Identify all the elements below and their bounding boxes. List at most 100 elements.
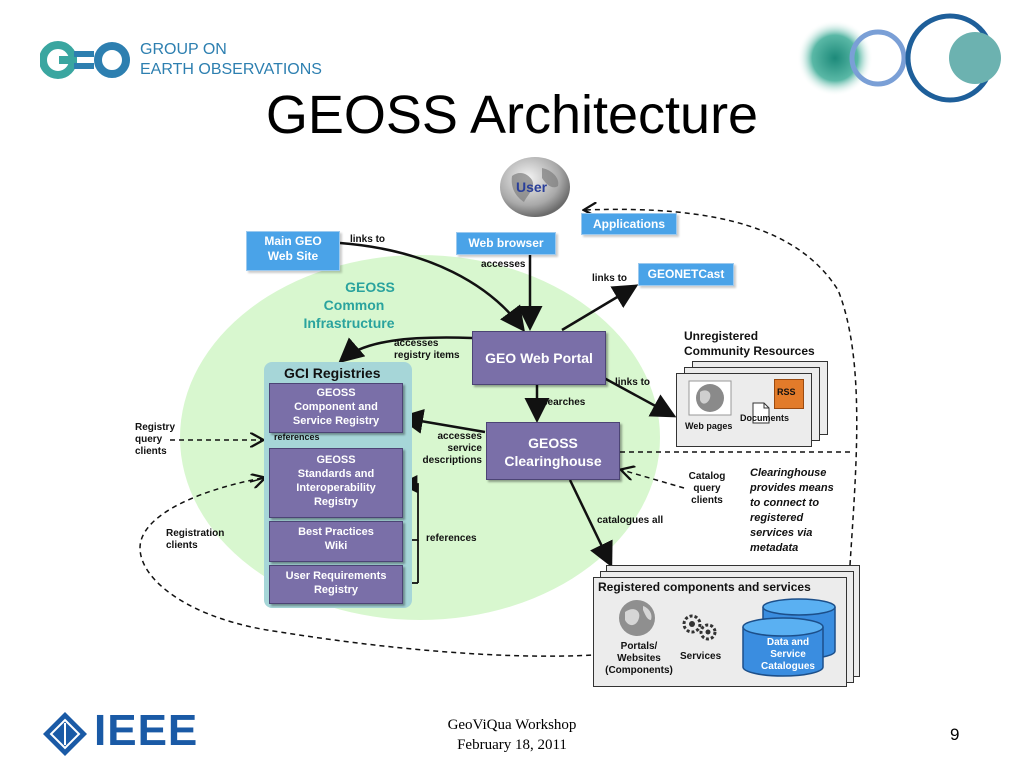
note-line1: Clearinghouse: [750, 467, 827, 479]
catalog-clients-line2: query: [693, 483, 721, 494]
documents-label: Documents: [740, 413, 790, 423]
main-geo-label-line2: Web Site: [267, 249, 319, 263]
accesses-registry-line1: accesses: [394, 338, 439, 349]
data-catalogues-icon: [741, 597, 839, 679]
portals-globe-icon: [615, 598, 659, 638]
web-pages-globe-icon: [688, 380, 732, 416]
unregistered-line2: Community Resources: [684, 344, 815, 358]
portals-label: Portals/ Websites (Components): [603, 641, 675, 677]
references-label-1: references: [274, 432, 320, 442]
ieee-logo-icon: [42, 711, 88, 757]
catalog-query-clients-label: Catalog query clients: [686, 471, 728, 507]
services-gears-icon: [678, 612, 720, 642]
main-geo-website-box[interactable]: Main GEO Web Site: [246, 231, 340, 271]
geoss-common-line2: Common: [323, 297, 385, 313]
data-catalogues-label: Data and Service Catalogues: [748, 637, 828, 673]
clearinghouse-note: Clearinghouse provides means to connect …: [750, 466, 834, 556]
standards-registry-box[interactable]: GEOSS Standards and Interoperability Reg…: [269, 448, 403, 518]
registration-clients-line1: Registration: [166, 528, 225, 539]
portals-line2: Websites: [617, 653, 661, 664]
component-service-registry-box[interactable]: GEOSS Component and Service Registry: [269, 383, 403, 433]
accesses-label: accesses: [481, 259, 526, 270]
geo-logo: [39, 40, 132, 80]
unregistered-line1: Unregistered: [684, 329, 759, 343]
catalog-clients-line1: Catalog: [688, 471, 726, 482]
web-pages-label: Web pages: [685, 421, 733, 431]
geonetcast-label: GEONETCast: [647, 267, 725, 281]
accesses-service-line1: accesses: [437, 431, 483, 442]
catalog-clients-line3: clients: [691, 495, 723, 506]
geoss-common-line3: Infrastructure: [303, 315, 395, 331]
accesses-registry-label: accesses registry items: [394, 338, 460, 362]
links-to-label-1: links to: [350, 234, 386, 245]
rss-label: RSS: [777, 387, 796, 397]
workshop-date: February 18, 2011: [457, 737, 567, 753]
references-label-2: references: [426, 533, 477, 544]
data-cat-line1: Data and: [766, 637, 810, 648]
user-req-line2: Registry: [313, 584, 359, 596]
user-requirements-registry-box[interactable]: User Requirements Registry: [269, 565, 403, 604]
clearinghouse-line2: Clearinghouse: [504, 453, 602, 469]
note-line4: registered: [750, 512, 804, 524]
catalogues-all-label: catalogues all: [597, 515, 664, 526]
comp-registry-line2: Component and: [294, 401, 378, 413]
registered-title: Registered components and services: [598, 580, 811, 594]
org-name-line2: EARTH OBSERVATIONS: [140, 61, 322, 78]
geo-web-portal-box[interactable]: GEO Web Portal: [472, 331, 606, 385]
portals-line1: Portals/: [620, 641, 658, 652]
comp-registry-line3: Service Registry: [292, 415, 380, 427]
accesses-service-label: accesses service descriptions: [418, 431, 482, 467]
comp-registry-line1: GEOSS: [316, 387, 356, 399]
registration-clients-line2: clients: [166, 540, 198, 551]
services-label: Services: [680, 651, 722, 662]
geoss-common-line1: GEOSS: [345, 279, 395, 295]
links-to-label-2: links to: [592, 273, 628, 284]
geoss-clearinghouse-box[interactable]: GEOSS Clearinghouse: [486, 422, 620, 480]
std-registry-line4: Registry: [313, 496, 359, 508]
gci-registries-title: GCI Registries: [284, 365, 381, 381]
user-globe-icon: [498, 156, 572, 218]
links-to-label-3: links to: [615, 377, 651, 388]
data-cat-line2: Service: [770, 649, 806, 660]
accesses-registry-line2: registry items: [394, 350, 460, 361]
std-registry-line3: Interoperability: [296, 482, 376, 494]
best-practices-line1: Best Practices: [298, 526, 374, 538]
registry-clients-line1: Registry: [135, 422, 176, 433]
page-title: GEOSS Architecture: [265, 85, 759, 145]
applications-box[interactable]: Applications: [581, 213, 677, 235]
data-cat-line3: Catalogues: [761, 661, 815, 672]
registry-clients-line2: query: [135, 434, 163, 445]
geonetcast-box[interactable]: GEONETCast: [638, 263, 734, 286]
document-icon: [752, 402, 770, 424]
ieee-wordmark: IEEE: [94, 706, 199, 755]
std-registry-line2: Standards and: [297, 468, 375, 480]
web-browser-label: Web browser: [468, 236, 544, 250]
std-registry-line1: GEOSS: [316, 454, 356, 466]
clearinghouse-line1: GEOSS: [528, 435, 578, 451]
workshop-name: GeoViQua Workshop: [447, 717, 577, 733]
user-label: User: [516, 179, 548, 195]
main-geo-label-line1: Main GEO: [264, 234, 322, 248]
best-practices-line2: Wiki: [324, 540, 348, 552]
note-line2: provides means: [750, 482, 834, 494]
registry-clients-line3: clients: [135, 446, 167, 457]
registry-query-clients-label: Registry query clients: [135, 422, 175, 458]
org-name-line1: GROUP ON: [140, 41, 227, 58]
geo-web-portal-label: GEO Web Portal: [485, 350, 593, 366]
geoss-common-label: GEOSS Common Infrastructure: [288, 278, 410, 332]
user-req-line1: User Requirements: [285, 570, 387, 582]
best-practices-wiki-box[interactable]: Best Practices Wiki: [269, 521, 403, 562]
unregistered-title: Unregistered Community Resources: [684, 329, 815, 359]
slide-number: 9: [950, 725, 960, 744]
note-line3: to connect to: [750, 497, 820, 509]
portals-line3: (Components): [605, 665, 673, 676]
decorative-circles: [770, 10, 1010, 110]
searches-label: searches: [542, 397, 586, 408]
applications-label: Applications: [592, 217, 665, 231]
registration-clients-label: Registration clients: [166, 528, 224, 552]
web-browser-box[interactable]: Web browser: [456, 232, 556, 255]
rss-icon: [774, 379, 804, 409]
note-line6: metadata: [750, 542, 799, 554]
note-line5: services via: [750, 527, 813, 539]
accesses-service-line2: service: [447, 443, 482, 454]
